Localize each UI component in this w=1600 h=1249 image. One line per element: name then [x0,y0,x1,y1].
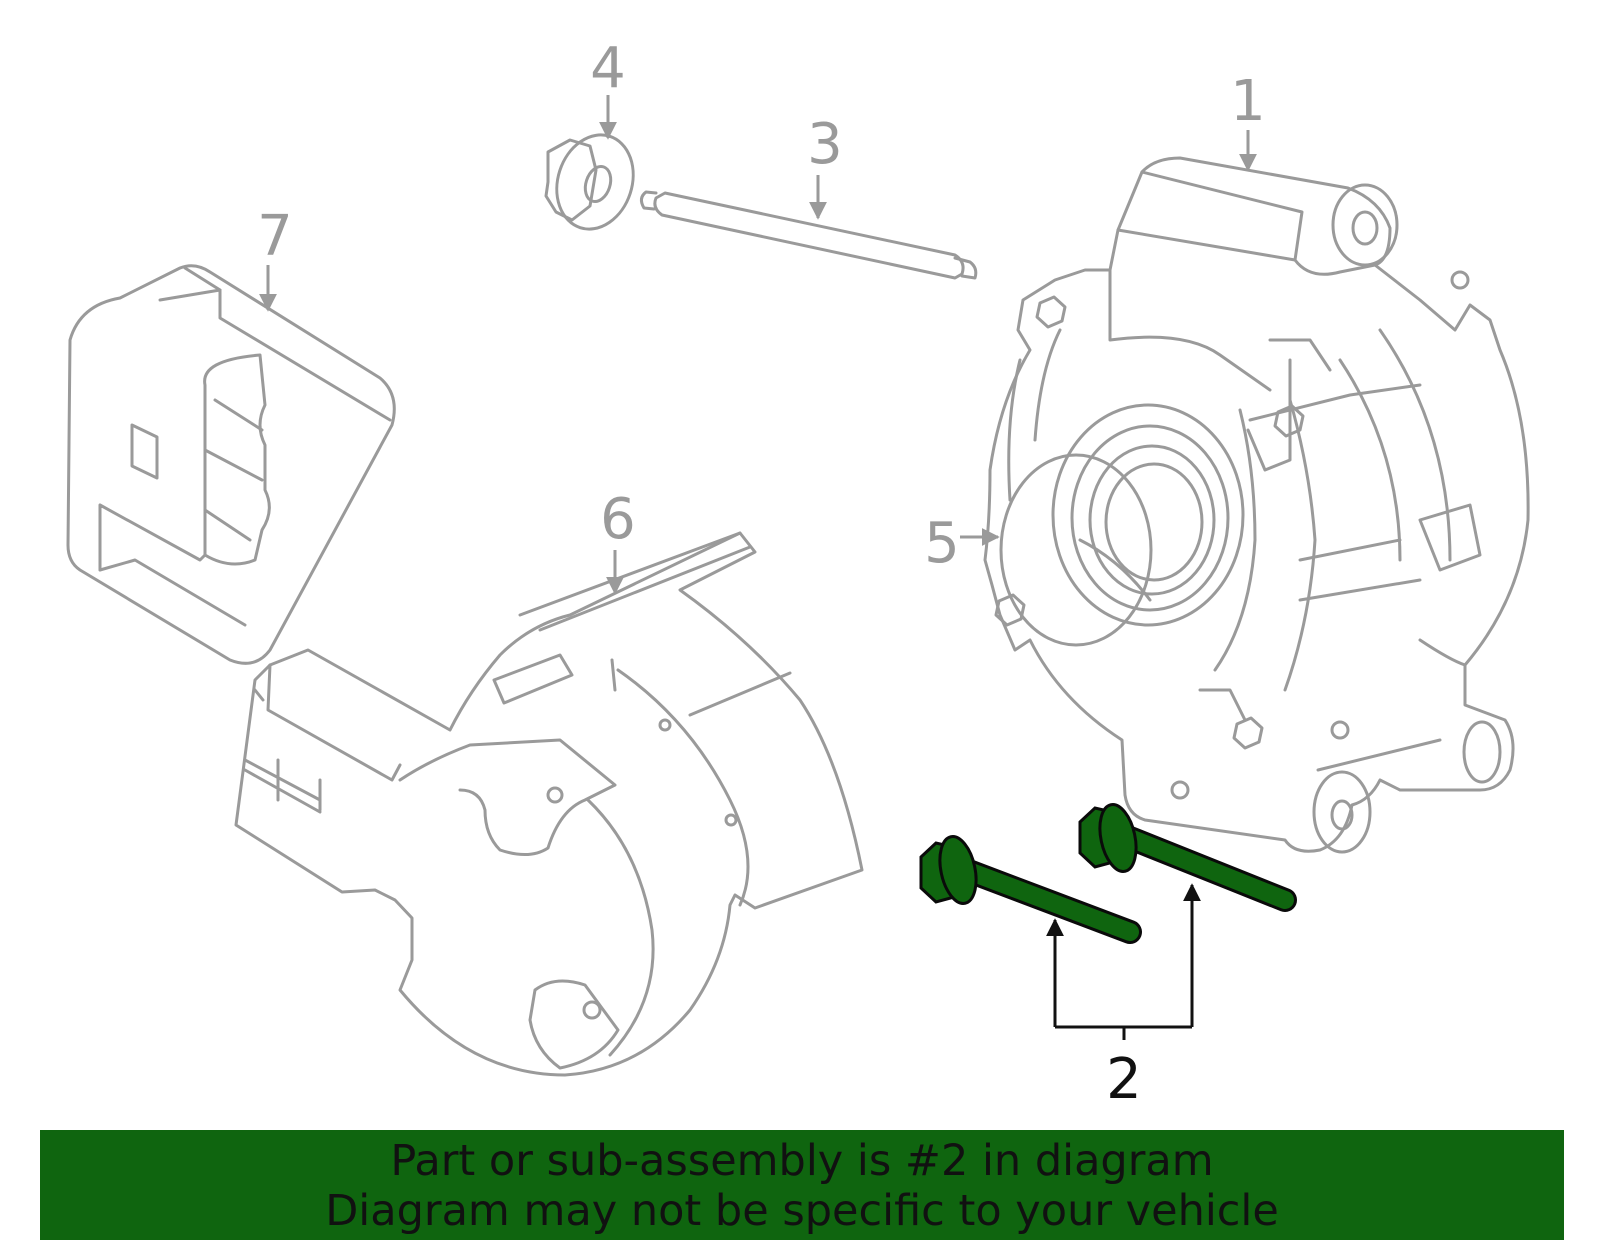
banner-line-1: Part or sub-assembly is #2 in diagram [390,1136,1214,1186]
callout-6: 6 [600,487,636,552]
part-3-stud [639,190,978,280]
callout-2: 2 [1106,1047,1142,1112]
callout-5: 5 [924,511,960,576]
callout-3: 3 [807,112,843,177]
part-2-bolts [919,803,1297,944]
callout-4: 4 [590,36,626,101]
callout-1: 1 [1230,69,1266,134]
part-4-nut [544,133,635,231]
callout-7: 7 [257,204,293,269]
part-7-shield [66,264,396,665]
leader-lines [259,95,1257,1040]
banner-line-2: Diagram may not be specific to your vehi… [325,1186,1279,1236]
info-banner: Part or sub-assembly is #2 in diagram Di… [40,1130,1564,1240]
bolt-right [1078,803,1297,912]
part-1-alternator [983,156,1530,854]
part-6-cover [234,531,864,1077]
bolt-left [919,835,1142,944]
